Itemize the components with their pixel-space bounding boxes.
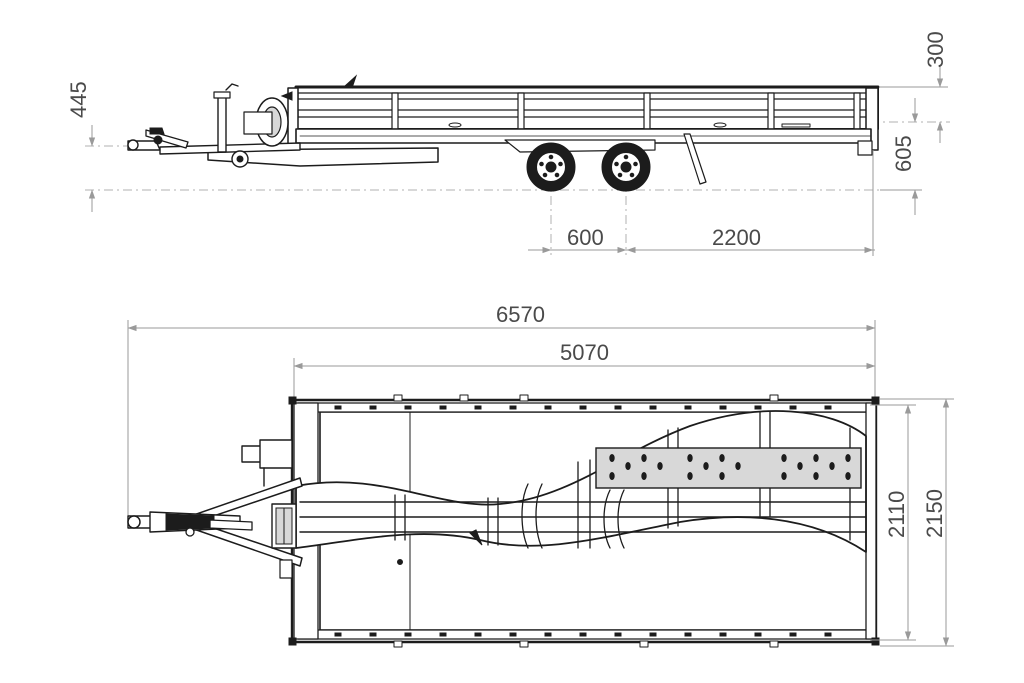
- rail-rivets-bottom: [334, 632, 832, 637]
- outer-width-label: 2150: [922, 489, 947, 538]
- overall-length-label: 6570: [496, 302, 545, 327]
- cutaway-section: [295, 410, 867, 553]
- drawbar-top: [127, 439, 303, 579]
- wheel-rear-axle: [601, 142, 651, 192]
- wheel-front-axle: [526, 142, 576, 192]
- body-length-label: 5070: [560, 340, 609, 365]
- side-view: 445 300 605 600 2200: [66, 31, 950, 256]
- drawbar-height-label: 445: [66, 81, 91, 118]
- rear-overhang-label: 2200: [712, 225, 761, 250]
- drawbar: [127, 83, 293, 168]
- deck-height-label: 605: [891, 135, 916, 172]
- top-view: 6570 5070 2110 2150: [127, 302, 954, 648]
- inner-width-label: 2110: [884, 491, 909, 538]
- side-wall-height-label: 300: [923, 31, 948, 68]
- rail-rivets-top: [334, 405, 832, 410]
- side-wall: [287, 74, 880, 151]
- axle-spacing-label: 600: [567, 225, 604, 250]
- ramp-perforations: [609, 454, 851, 480]
